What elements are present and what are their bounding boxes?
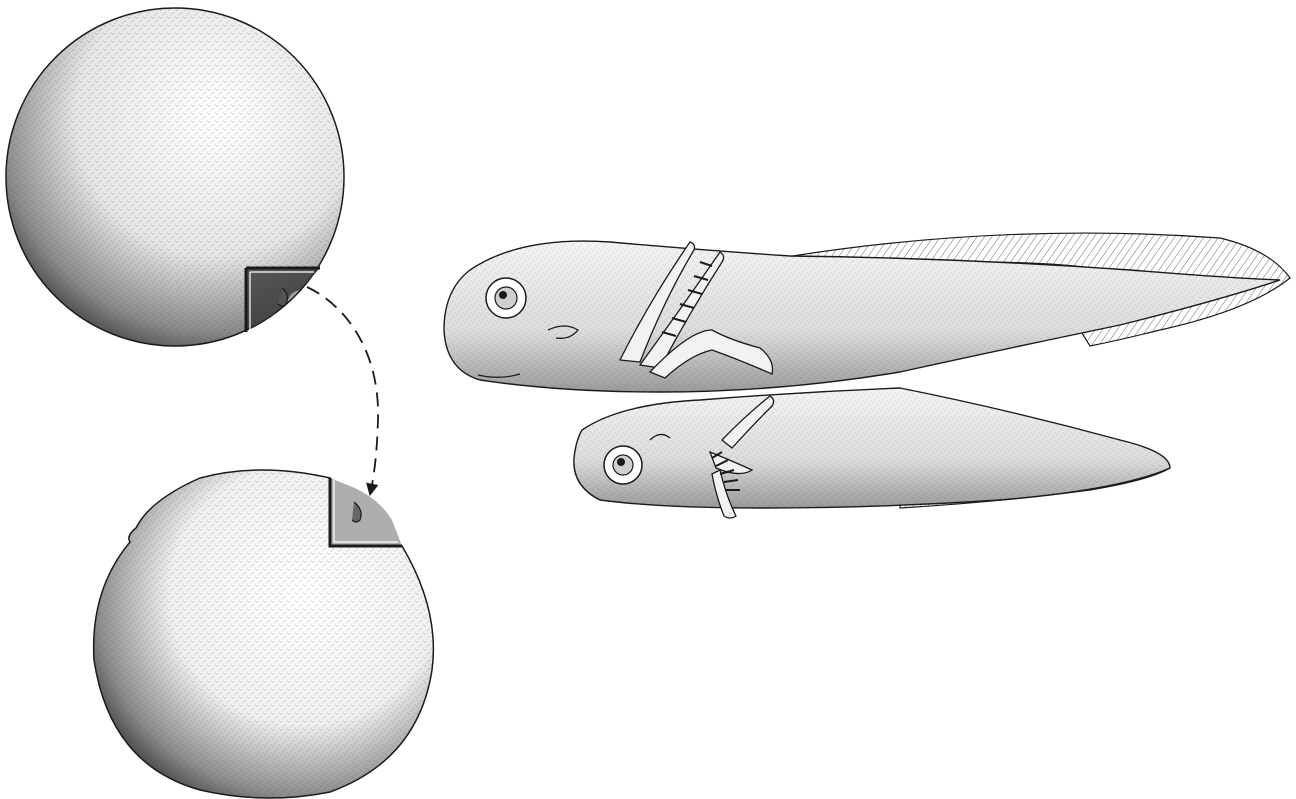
donor-excision bbox=[246, 268, 320, 332]
host-graft bbox=[330, 478, 402, 546]
donor-stipple-texture bbox=[7, 9, 343, 345]
donor-embryo bbox=[6, 8, 344, 346]
upper-larva-eye bbox=[486, 278, 526, 318]
larva-upper bbox=[444, 233, 1290, 392]
larva-lower bbox=[574, 388, 1170, 518]
lower-larva-texture bbox=[574, 388, 1170, 508]
host-embryo bbox=[94, 470, 434, 798]
larvae bbox=[444, 233, 1290, 518]
transplant-arrow bbox=[307, 287, 378, 490]
lower-larva-eye bbox=[604, 446, 642, 484]
